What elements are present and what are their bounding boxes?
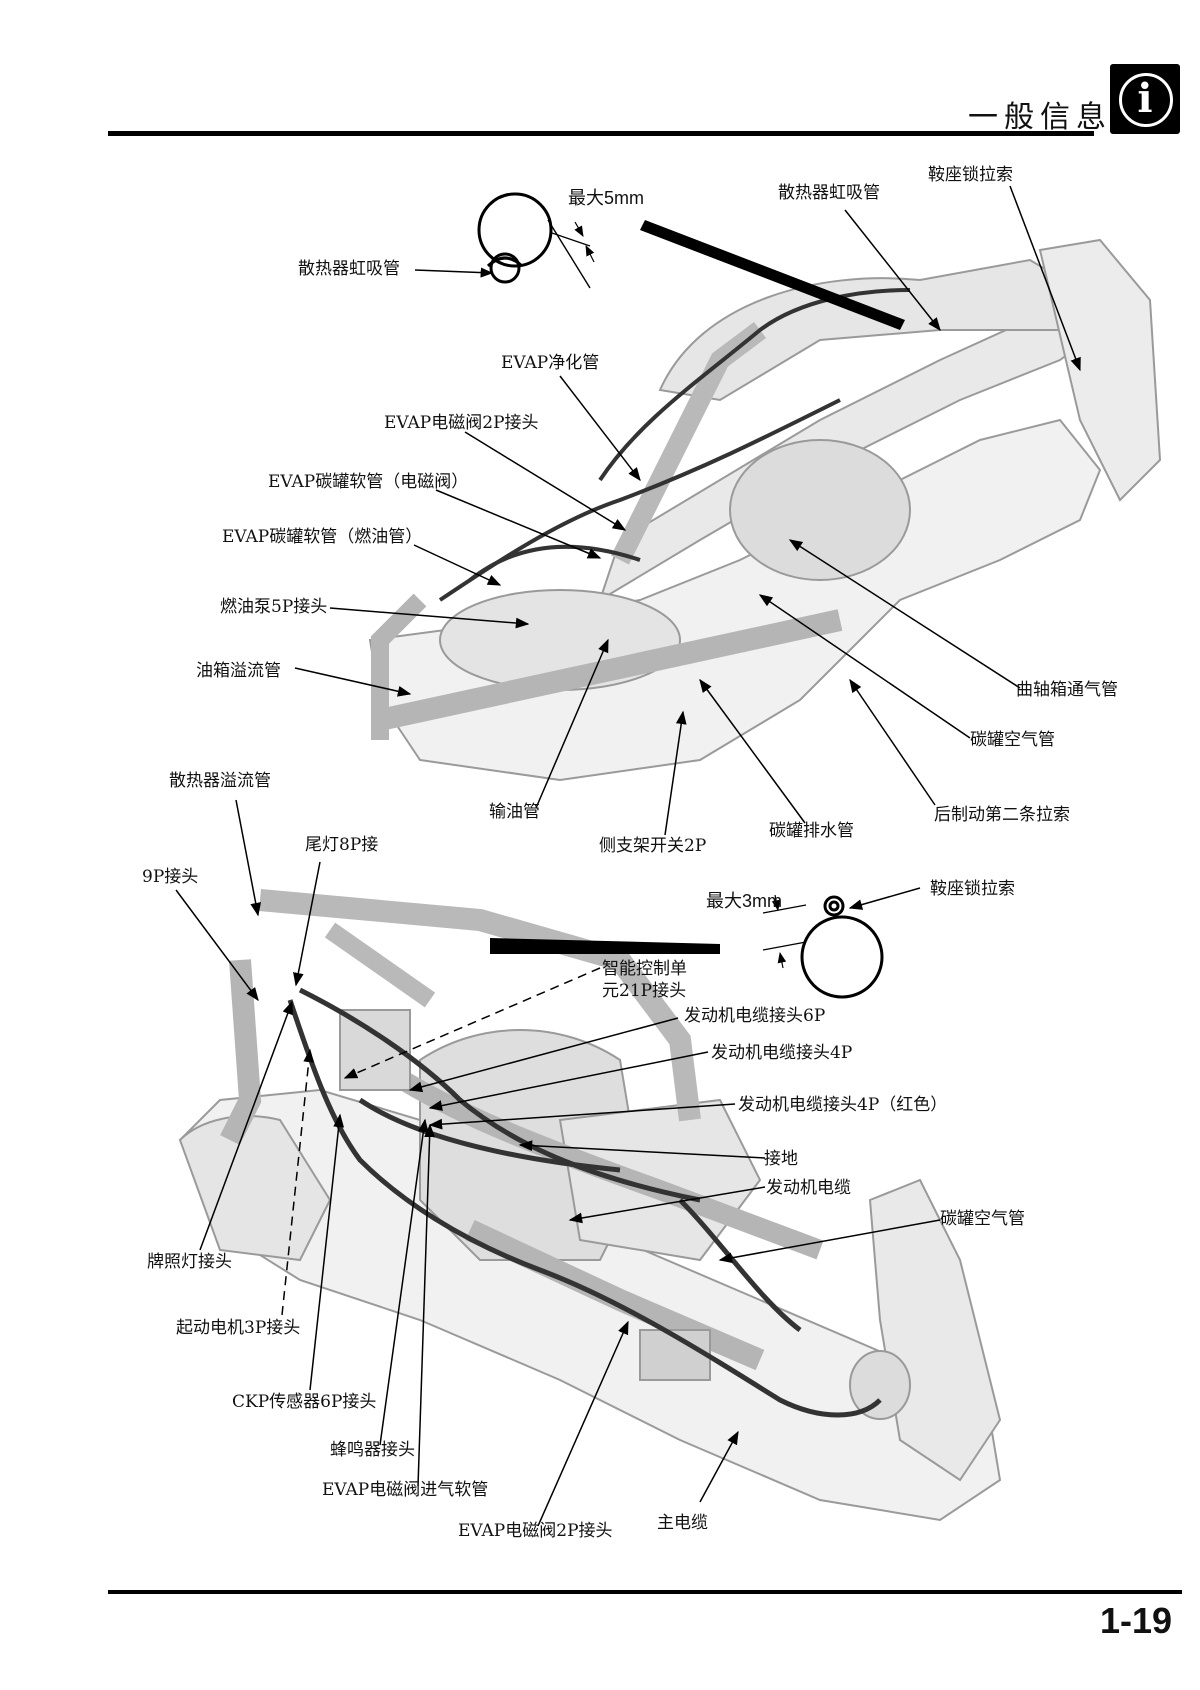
bottom-inset-clamp bbox=[800, 895, 884, 999]
label-license-light: 牌照灯接头 bbox=[147, 1252, 232, 1272]
info-icon: i bbox=[1110, 64, 1180, 134]
label-conn-9p: 9P接头 bbox=[142, 867, 199, 887]
label-fuel-line: 输油管 bbox=[489, 802, 540, 822]
label-ground: 接地 bbox=[764, 1149, 798, 1169]
bottom-leader-lines bbox=[175, 799, 941, 1527]
label-seat-lock-cable-bottom: 鞍座锁拉索 bbox=[930, 879, 1015, 899]
info-icon-ring bbox=[1119, 73, 1173, 127]
label-engine-harness: 发动机电缆 bbox=[766, 1178, 851, 1198]
label-max-5mm: 最大5mm bbox=[568, 188, 644, 208]
top-frame-drawing bbox=[368, 238, 1162, 782]
page-title: 一般信息 bbox=[968, 100, 1112, 135]
footer-rule bbox=[108, 1590, 1182, 1594]
label-scu-21p-line1: 智能控制单 bbox=[602, 959, 687, 979]
label-canister-drain: 碳罐排水管 bbox=[769, 821, 854, 841]
label-main-harness: 主电缆 bbox=[657, 1513, 708, 1533]
label-crankcase-breather: 曲轴箱通气管 bbox=[1016, 680, 1118, 700]
label-rear-brake-cable2: 后制动第二条拉索 bbox=[934, 805, 1070, 825]
label-tail-light-8p: 尾灯8P接 bbox=[305, 835, 379, 855]
label-engine-harness-4p: 发动机电缆接头4P bbox=[711, 1043, 853, 1063]
label-buzzer: 蜂鸣器接头 bbox=[330, 1440, 415, 1460]
label-radiator-overflow: 散热器溢流管 bbox=[169, 771, 271, 791]
label-evap-canister-hose-fuel: EVAP碳罐软管（燃油管） bbox=[222, 527, 423, 547]
label-tank-overflow: 油箱溢流管 bbox=[196, 661, 281, 681]
header-rule bbox=[108, 131, 1094, 136]
label-evap-valve-2p-top: EVAP电磁阀2P接头 bbox=[384, 413, 539, 433]
label-canister-air-top: 碳罐空气管 bbox=[970, 730, 1055, 750]
label-radiator-siphon-inset: 散热器虹吸管 bbox=[298, 259, 400, 279]
top-leader-lines bbox=[294, 185, 1081, 836]
label-starter-3p: 起动电机3P接头 bbox=[176, 1318, 301, 1338]
label-scu-21p-line2: 元21P接头 bbox=[602, 981, 687, 1001]
label-evap-valve-2p-bottom: EVAP电磁阀2P接头 bbox=[458, 1521, 613, 1541]
label-max-3mm: 最大3mm bbox=[706, 891, 782, 911]
label-evap-canister-hose-valve: EVAP碳罐软管（电磁阀） bbox=[268, 472, 469, 492]
label-engine-harness-4p-red: 发动机电缆接头4P（红色） bbox=[738, 1095, 948, 1115]
top-inset-clamp bbox=[477, 192, 553, 284]
label-radiator-siphon: 散热器虹吸管 bbox=[778, 183, 880, 203]
label-seat-lock-cable-top: 鞍座锁拉索 bbox=[928, 165, 1013, 185]
label-evap-valve-inlet-hose: EVAP电磁阀进气软管 bbox=[322, 1480, 489, 1500]
label-fuel-pump-5p: 燃油泵5P接头 bbox=[220, 597, 328, 617]
label-ckp-6p: CKP传感器6P接头 bbox=[232, 1392, 377, 1412]
label-engine-harness-6p: 发动机电缆接头6P bbox=[684, 1006, 826, 1026]
top-harness-lines bbox=[438, 288, 911, 602]
label-canister-air-bottom: 碳罐空气管 bbox=[940, 1209, 1025, 1229]
label-side-stand-2p: 侧支架开关2P bbox=[599, 836, 707, 856]
label-evap-purge: EVAP净化管 bbox=[501, 353, 600, 373]
info-icon-glyph: i bbox=[1137, 75, 1153, 122]
page-number: 1-19 bbox=[1100, 1600, 1173, 1641]
